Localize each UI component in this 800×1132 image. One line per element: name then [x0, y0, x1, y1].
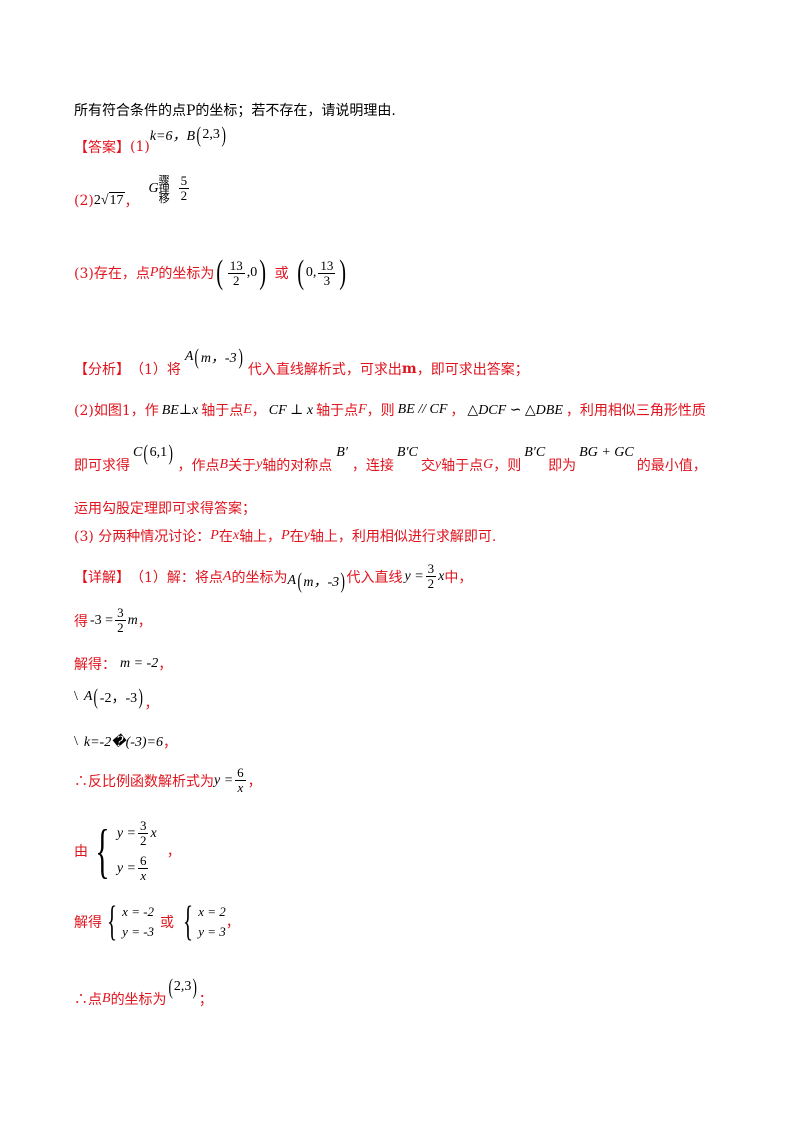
answer-p1-prefix: (1) — [130, 139, 150, 155]
detail-line-8: 解得 { x = -2 y = -3 或 { x = 2 y = 3 ， — [74, 899, 240, 945]
answer-p1-math: k=6，B — [149, 129, 196, 144]
detail-line-1: 【详解】 （1）解：将点 A 的坐标为 A ( m，-3 ) 代入直线 y = … — [74, 561, 473, 593]
detail-line-4: \ A ( -2，-3 ) ， — [74, 684, 159, 712]
answer-p2-g: G — [148, 180, 159, 196]
system-brace: { — [95, 818, 110, 884]
analysis-line-3: 即可求得 C ( 6,1 ) ，作点 B 关于 y 轴的对称点 B′ ，连接 B… — [74, 440, 707, 474]
solution-system-2: x = 2 y = 3 — [198, 904, 226, 939]
answer-p1-point: 2,3 — [202, 127, 220, 142]
detail-label: 【详解】 — [74, 569, 130, 586]
problem-text-line: 所有符合条件的点P的坐标；若不存在，请说明理由. — [74, 100, 396, 120]
analysis-line-5: (3) 分两种情况讨论： P 在 x 轴上， P 在 y 轴上，利用相似进行求解… — [74, 528, 497, 545]
analysis-line-4: 运用勾股定理即可求得答案； — [74, 501, 256, 517]
garbled-glyphs: 骤 理 移 — [158, 173, 170, 205]
analysis-label: 【分析】 — [74, 362, 130, 378]
detail-line-3: 解得： m = -2 ， — [74, 656, 173, 673]
point2-fraction: 13 3 — [318, 257, 336, 288]
answer-p2-prefix: (2) — [74, 192, 94, 209]
detail-line-7: 由 { y = 3 2 x y = 6 x ， — [74, 818, 181, 884]
point1-fraction: 13 2 — [227, 257, 245, 288]
answer-p2-fraction: 5 2 — [178, 173, 190, 203]
detail-line-5: \ k=-2�(-3)=6 ， — [74, 734, 178, 751]
answer-part-2: (2) 2√17 ， G 骤 理 移 5 2 — [74, 174, 191, 215]
detail-line-6: ∴反比例函数解析式为 y = 6 x ， — [74, 765, 262, 795]
answer-p2-sep: ， — [124, 193, 139, 210]
answer-part-3: (3)存在，点 P 的坐标为 ( 13 2 ,0 ) 或 ( 0, 13 3 ) — [74, 254, 347, 291]
answer-part-1: 【答案】 (1) k=6，B ( 2,3 ) — [74, 122, 226, 156]
answer-label: 【答案】 — [74, 140, 130, 156]
detail-line-9: ∴点 B 的坐标为 ( 2,3 ) ； — [74, 974, 213, 1008]
analysis-line-1: 【分析】 （1）将 A ( m，-3 ) 代入直线解析式，可求出 m ，即可求出… — [74, 344, 529, 378]
detail-line-2: 得 -3 = 3 2 m ， — [74, 605, 152, 635]
analysis-line-2: (2)如图1，作 BE⊥x 轴于点 E ， CF ⊥ x 轴于点 F ，则 BE… — [74, 402, 706, 419]
answer-p2-sqrt: 2√17 — [93, 191, 125, 208]
equation-system: y = 3 2 x y = 6 x — [116, 818, 157, 883]
problem-text: 所有符合条件的点P的坐标；若不存在，请说明理由. — [74, 103, 396, 119]
solution-system-1: x = -2 y = -3 — [122, 904, 155, 939]
